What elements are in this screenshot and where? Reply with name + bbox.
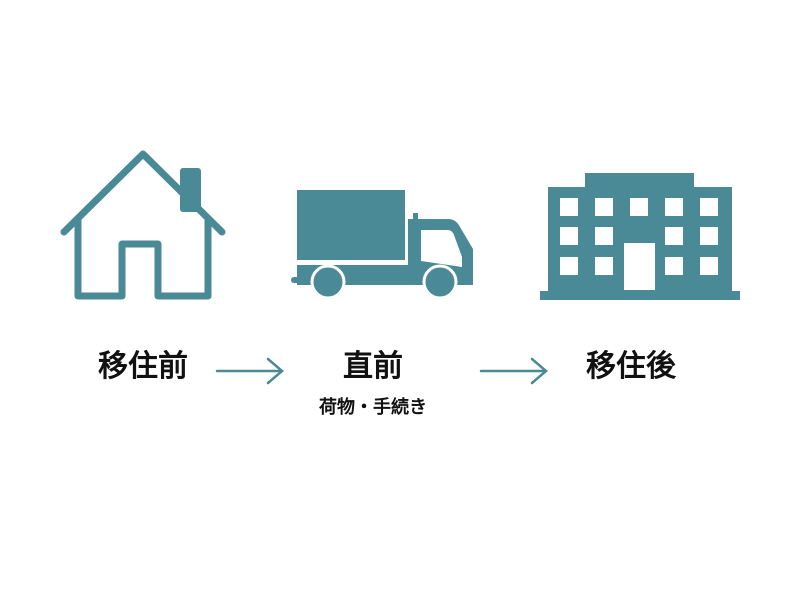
truck-icon: [291, 190, 473, 300]
arrow-right-icon: [479, 357, 548, 385]
step-label-before: 移住前: [98, 349, 188, 384]
building-icon: [540, 173, 740, 300]
house-icon: [60, 150, 226, 300]
step-label-after: 移住後: [586, 349, 676, 384]
step-sublabel-just-before: 荷物・手続き: [319, 397, 427, 418]
arrow-right-icon: [215, 357, 284, 385]
step-label-just-before: 直前: [343, 349, 403, 384]
